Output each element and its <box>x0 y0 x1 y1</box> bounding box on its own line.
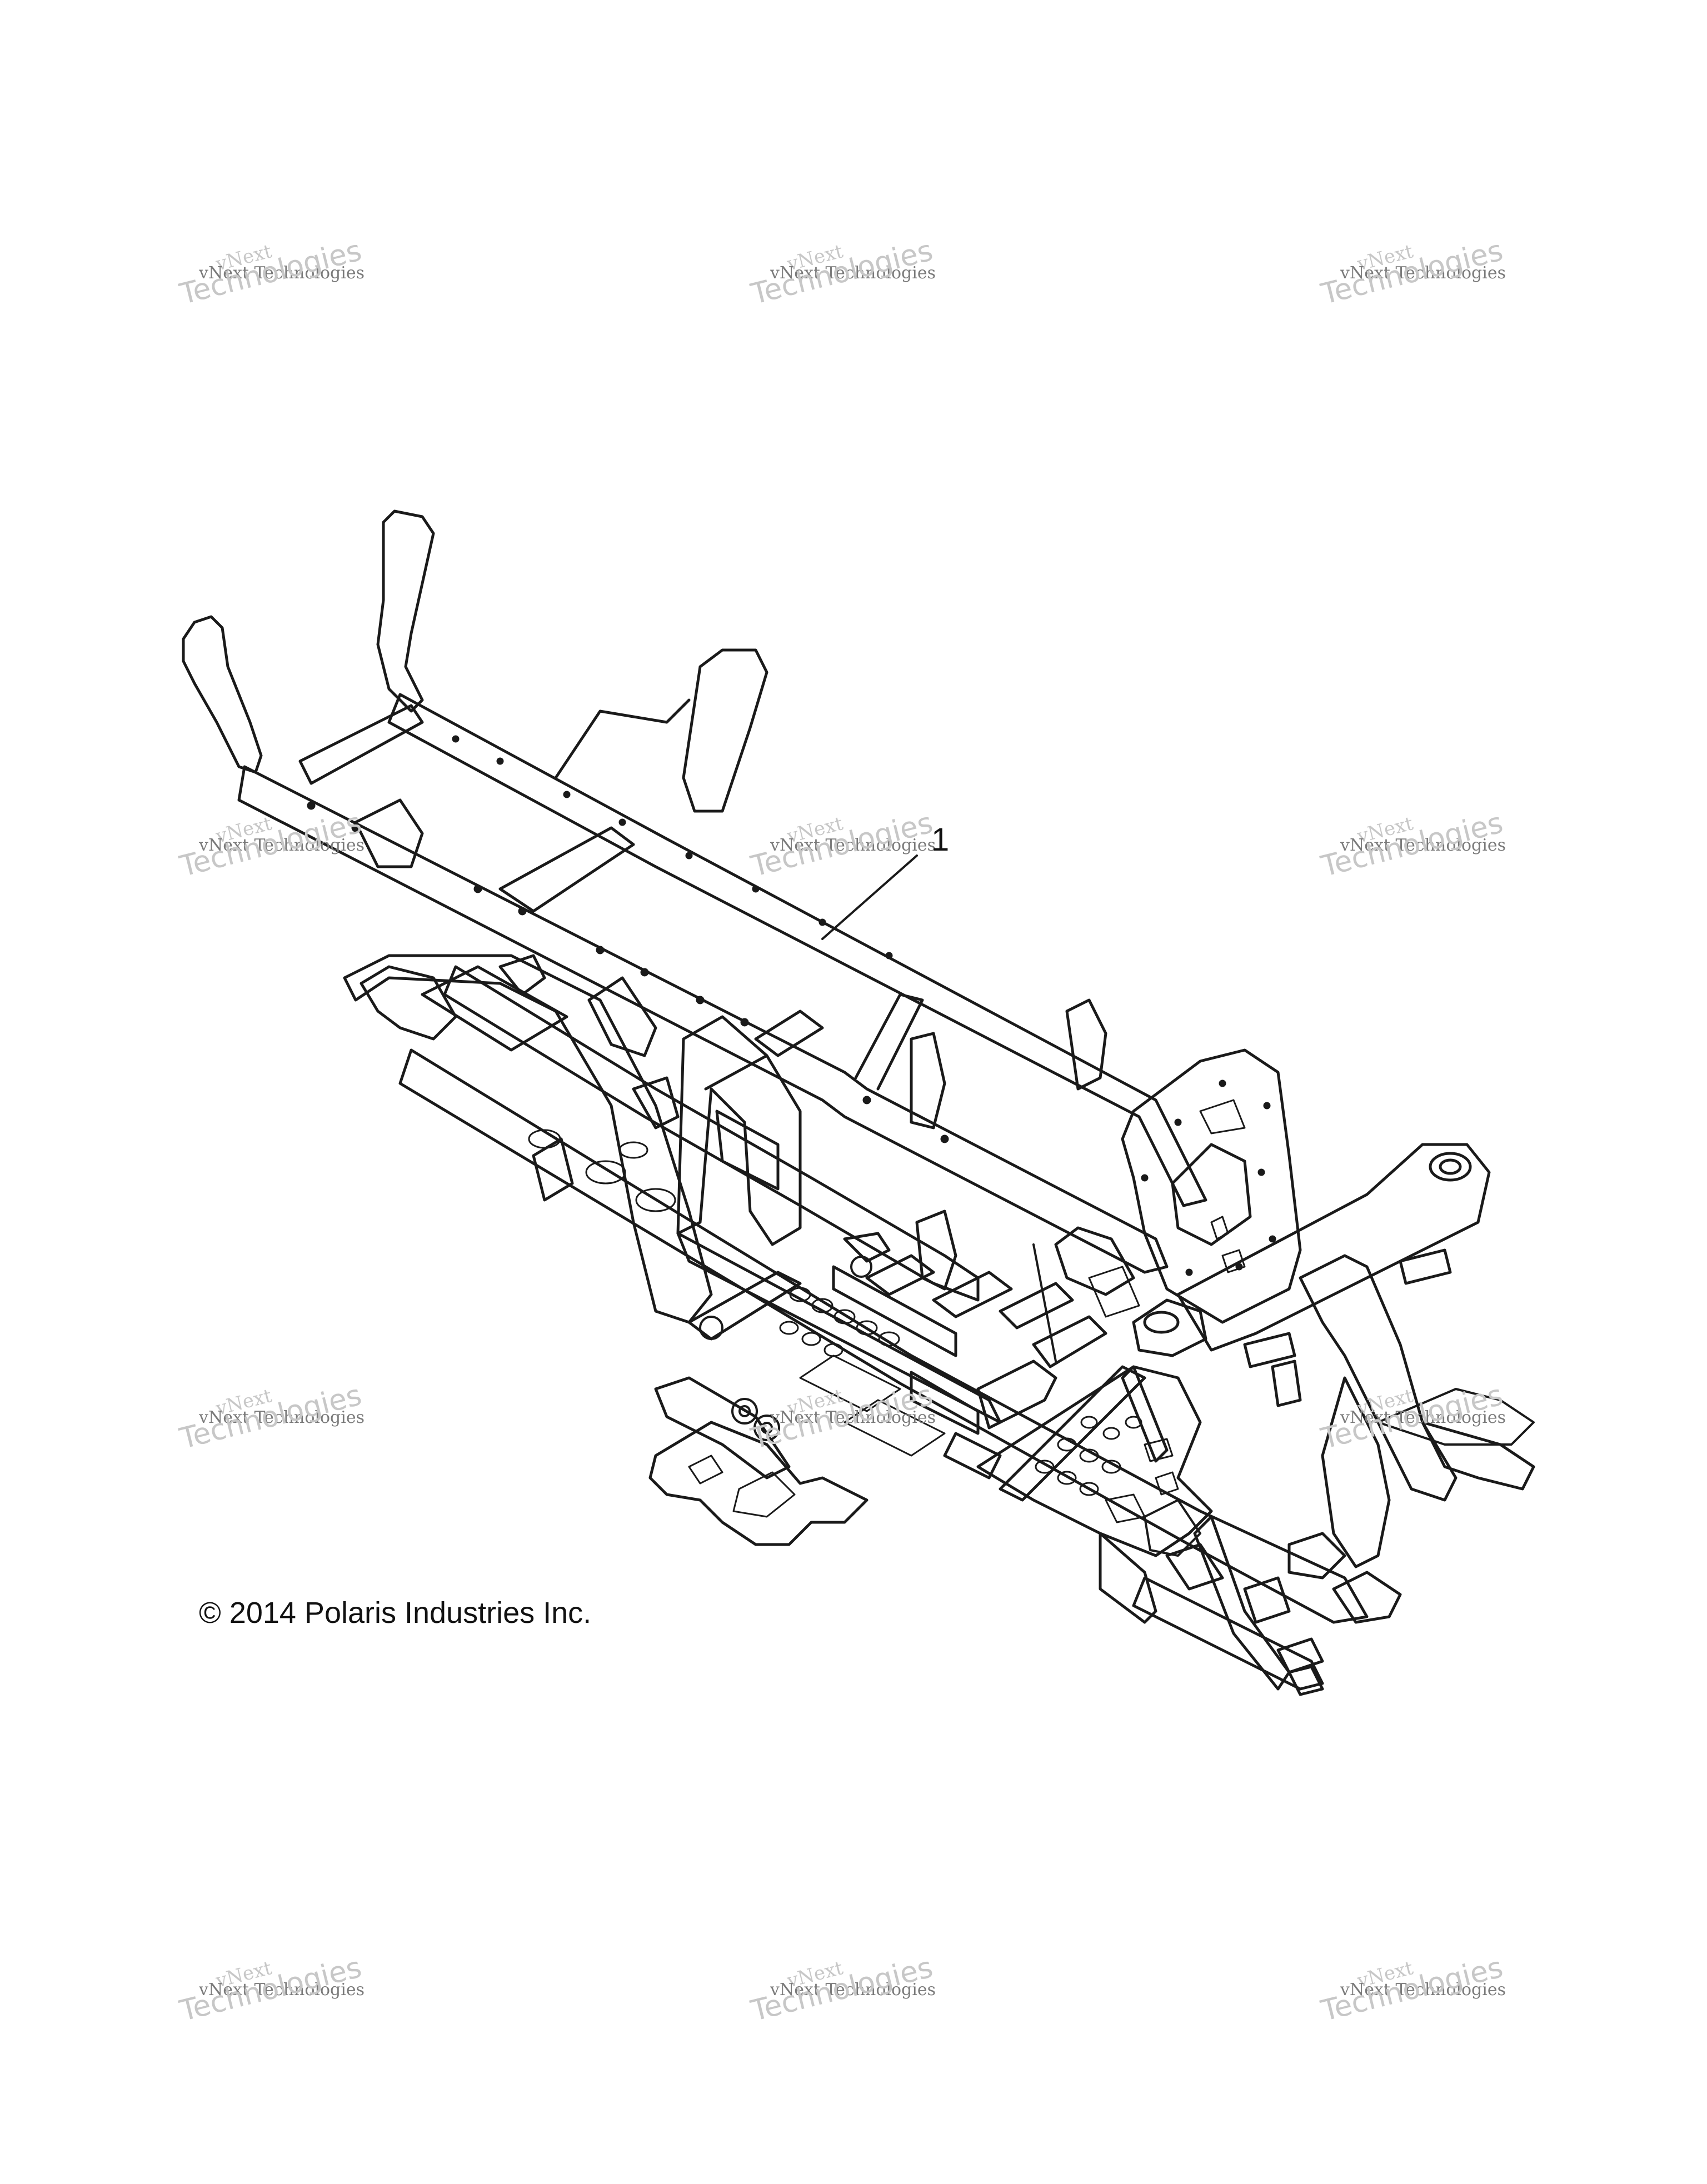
upper-frame-part <box>182 509 1207 1291</box>
lower-chassis <box>343 954 1535 1696</box>
part-callout-label: 1 <box>931 822 950 858</box>
copyright-notice: © 2014 Polaris Industries Inc. <box>199 1596 592 1630</box>
